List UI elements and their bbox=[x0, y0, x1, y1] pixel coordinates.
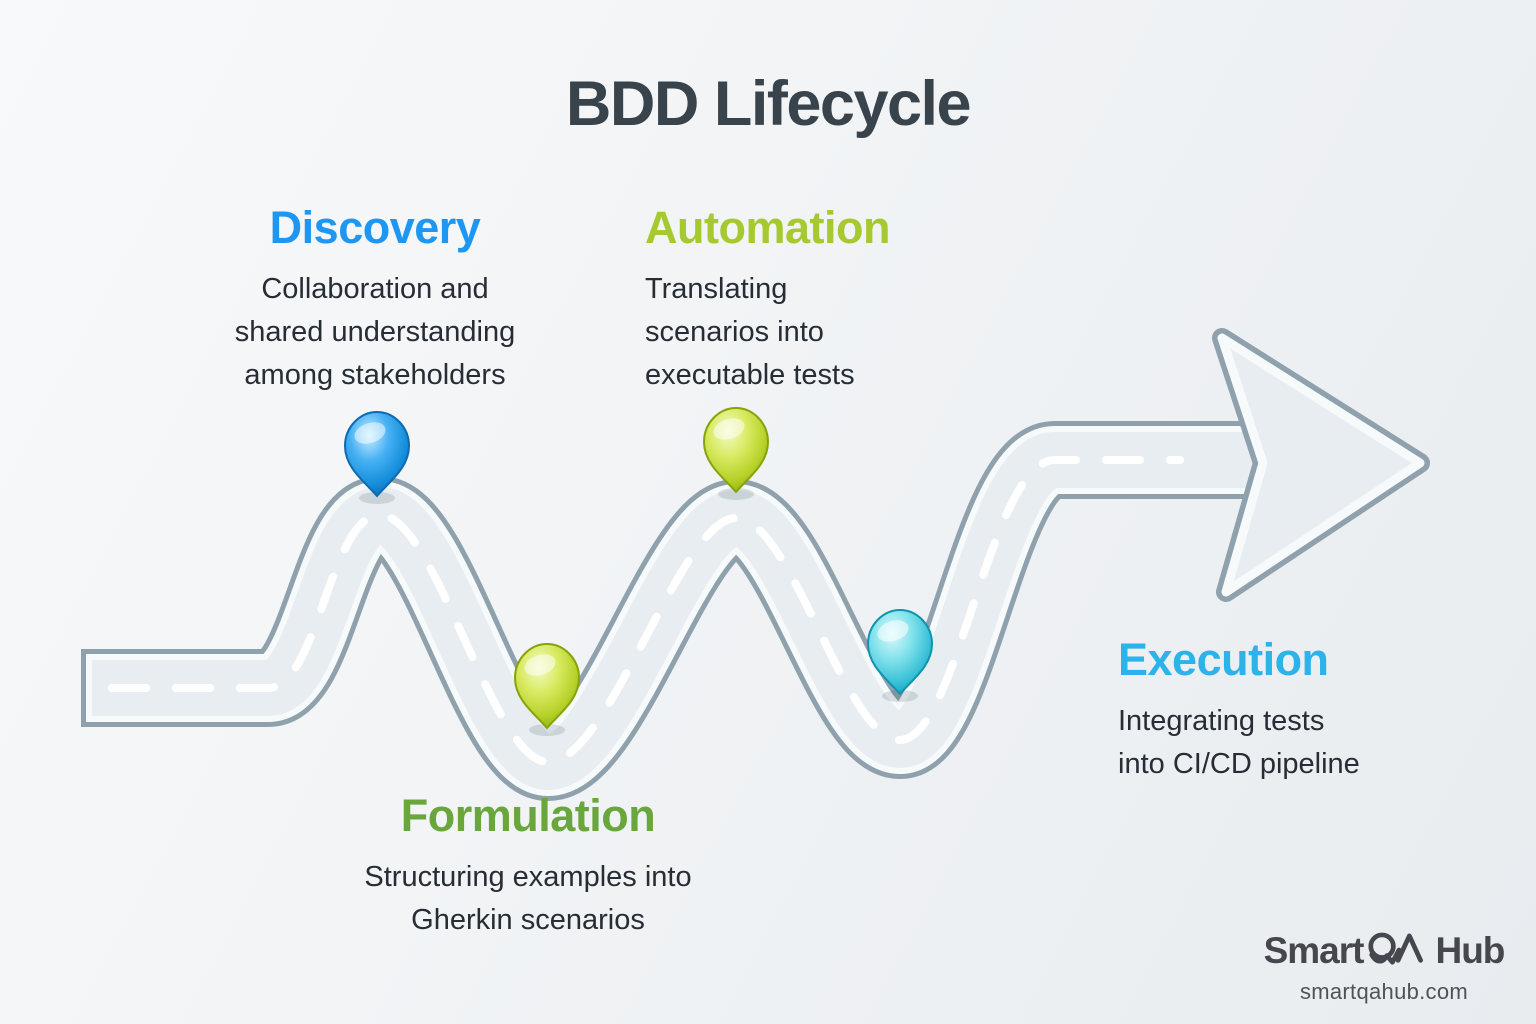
brand-logo-hub: Hub bbox=[1435, 929, 1505, 971]
discovery-pin-icon bbox=[343, 410, 411, 504]
stage-automation-description: Translating scenarios into executable te… bbox=[645, 273, 855, 391]
stage-automation: Automation Translating scenarios into ex… bbox=[645, 204, 985, 396]
brand-logo: Smart Hub bbox=[1258, 928, 1510, 972]
formulation-pin-icon bbox=[513, 642, 581, 736]
page-title: BDD Lifecycle bbox=[565, 69, 972, 139]
automation-pin-icon bbox=[702, 406, 770, 500]
stage-formulation: Formulation Structuring examples into Gh… bbox=[328, 792, 728, 942]
stage-execution-description: Integrating tests into CI/CD pipeline bbox=[1118, 705, 1360, 780]
stage-execution-heading: Execution bbox=[1118, 634, 1329, 685]
stage-execution: Execution Integrating tests into CI/CD p… bbox=[1118, 636, 1468, 786]
stage-formulation-description: Structuring examples into Gherkin scenar… bbox=[364, 861, 692, 936]
qa-monogram-icon bbox=[1368, 932, 1424, 965]
road-arrow-head-icon bbox=[1212, 328, 1430, 602]
road bbox=[81, 421, 1334, 802]
brand-website: smartqahub.com bbox=[1299, 979, 1469, 1004]
brand-footer: Smart Hub smartqahub.com bbox=[1258, 928, 1510, 1005]
road-surface bbox=[92, 432, 1323, 791]
stage-discovery-description: Collaboration and shared understanding a… bbox=[234, 273, 516, 391]
brand-logo-smart: Smart bbox=[1263, 929, 1365, 971]
stage-discovery-heading: Discovery bbox=[269, 202, 481, 253]
stage-formulation-heading: Formulation bbox=[400, 790, 656, 841]
stage-discovery: Discovery Collaboration and shared under… bbox=[183, 204, 567, 396]
stage-automation-heading: Automation bbox=[645, 202, 890, 253]
execution-pin-icon bbox=[866, 608, 934, 702]
